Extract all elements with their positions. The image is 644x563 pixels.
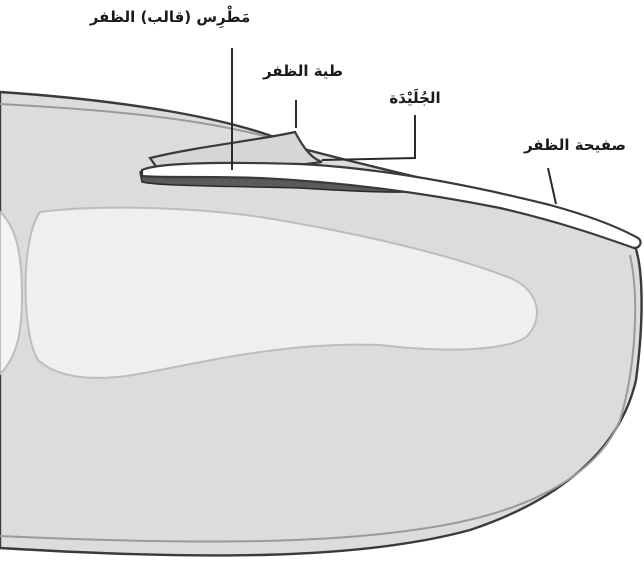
cuticle-leader — [322, 115, 415, 160]
nail-plate-leader — [548, 168, 556, 204]
nail-plate-label: صفيحة الظفر — [523, 136, 626, 154]
proximal-nail-fold-label: طية الظفر — [262, 62, 343, 80]
nail-matrix-label: مَطْرِس (قالب) الظفر — [89, 5, 251, 29]
cuticle-label: الجُلَيْدَة — [389, 89, 440, 107]
